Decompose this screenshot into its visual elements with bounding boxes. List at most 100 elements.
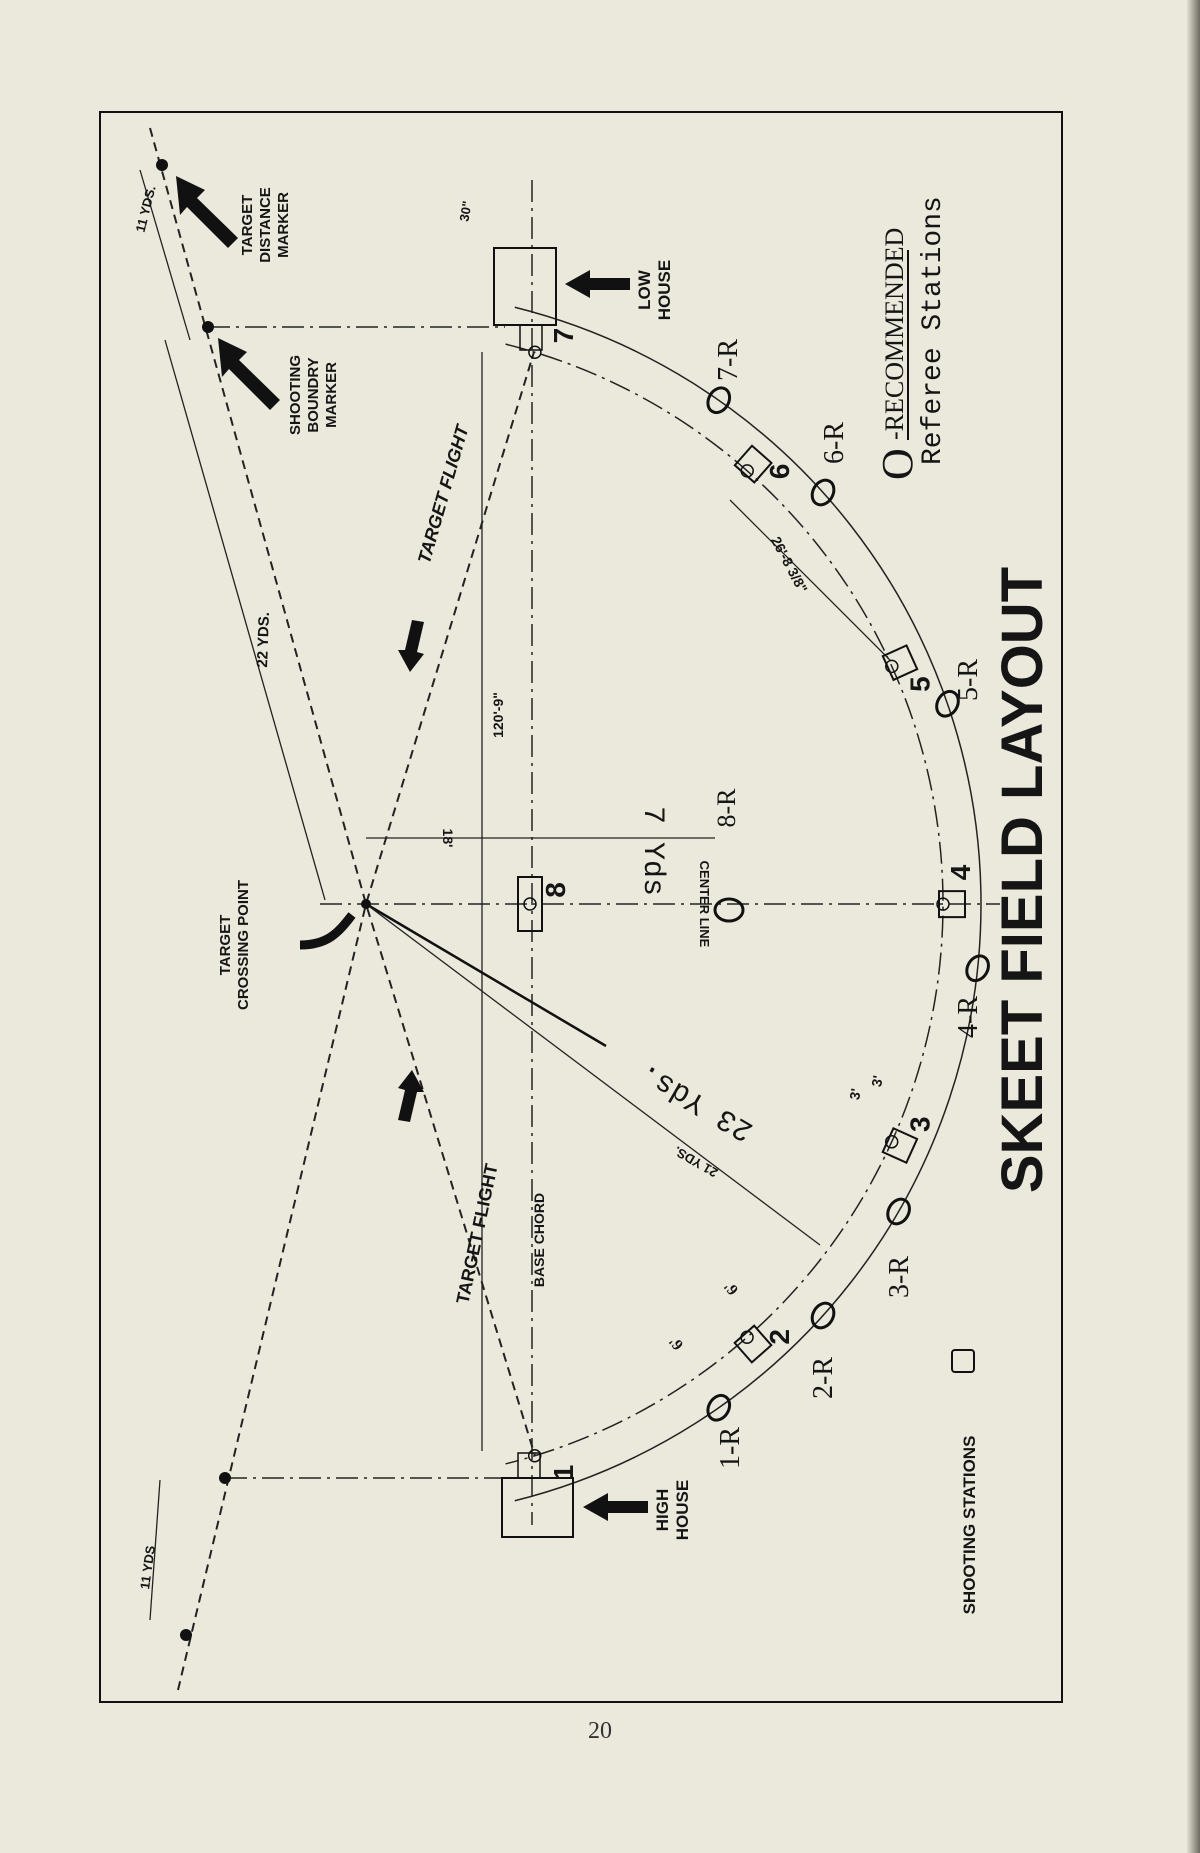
arrow-target-flight-up-icon	[398, 1070, 424, 1122]
label-target-distance-1: TARGET	[239, 195, 256, 256]
high-house-label-1: HIGH	[653, 1489, 672, 1532]
shooting-station-5: 5	[881, 644, 936, 692]
shooting-station-4: 4	[936, 864, 976, 919]
referee-legend: O -RECOMMENDED Referee Stations	[873, 196, 949, 480]
referee-station-8: 8-R	[712, 788, 745, 923]
arrow-target-distance-icon	[176, 176, 238, 248]
referee-station-icon	[706, 1393, 732, 1422]
station-marker	[936, 897, 950, 911]
referee-station-3: 3-R	[884, 1197, 915, 1298]
page-number: 20	[588, 1718, 612, 1744]
label-shooting-boundary-2: BOUNDRY	[305, 357, 322, 432]
dim-6ft-label-1: 6'	[666, 1333, 687, 1353]
station-label: 7	[548, 328, 579, 344]
referee-station-label: 5-R	[953, 659, 984, 701]
dim-18ft-label: 18'	[440, 829, 456, 848]
referee-station-1: 1-R	[706, 1393, 746, 1469]
referee-station-label: 2-R	[808, 1357, 839, 1399]
referee-legend-line1: -RECOMMENDED	[880, 228, 909, 440]
dim-7yds-label: 7 Yds	[635, 806, 669, 896]
station-marker	[528, 345, 542, 360]
station-label: 4	[945, 864, 976, 880]
target-flight-line-high	[149, 127, 536, 1457]
dim-23yds-label: 23 Yds.	[633, 1055, 759, 1147]
label-shooting-boundary-1: SHOOTING	[287, 355, 304, 435]
low-house-label-1: LOW	[635, 269, 654, 310]
dim-11yds-top-label: 11 YDS.	[133, 184, 159, 234]
referee-station-label: 3-R	[884, 1256, 915, 1298]
arrow-crossing-point-icon	[299, 912, 356, 950]
station-pad	[733, 1324, 773, 1364]
shooting-station-6: 6	[733, 444, 795, 484]
referee-station-5: 5-R	[935, 659, 984, 718]
station-pad	[881, 1126, 919, 1165]
dim-6ft-label-2: 6'	[721, 1278, 742, 1298]
station-marker	[740, 1330, 754, 1345]
dim-station-spacing-label: 26'-8 3/8"	[768, 534, 811, 596]
station-label: 2	[764, 1329, 795, 1345]
referee-station-label: 6-R	[819, 422, 850, 464]
shooting-boundary-marker-top	[202, 321, 214, 333]
shooting-boundary-marker-bottom	[219, 1472, 231, 1484]
station-arcs	[505, 306, 982, 1502]
dim-30in-label: 30"	[456, 200, 474, 223]
base-chord-label: BASE CHORD	[531, 1193, 547, 1287]
shooting-station-1: 1	[527, 1449, 579, 1480]
shooting-station-2: 2	[733, 1324, 795, 1364]
referee-station-label: 8-R	[712, 788, 741, 828]
referee-station-icon	[965, 954, 990, 983]
label-target-distance-3: MARKER	[275, 192, 292, 258]
target-crossing-point	[361, 899, 371, 909]
diagram-frame	[99, 111, 1063, 1703]
referee-legend-line2: Referee Stations	[918, 196, 949, 465]
referee-station-6: 6-R	[810, 422, 850, 507]
referee-station-2: 2-R	[808, 1301, 839, 1399]
station-marker	[884, 1135, 899, 1149]
referee-station-label: 1-R	[715, 1427, 746, 1469]
dim-station-spacing	[729, 499, 891, 661]
arrow-high-house-icon	[583, 1493, 648, 1521]
arrow-low-house-icon	[565, 270, 630, 298]
shooting-station-3: 3	[881, 1116, 936, 1165]
dim-11yds-top	[139, 169, 191, 341]
station-pad	[881, 644, 919, 682]
label-target-distance-2: DISTANCE	[257, 187, 274, 263]
dim-11yds-bottom	[149, 1479, 161, 1621]
target-flight-label-top: TARGET FLIGHT	[414, 421, 473, 566]
dim-22yds	[164, 339, 326, 901]
referee-station-icon	[935, 689, 960, 718]
station-label: 6	[764, 464, 795, 480]
dim-22yds-label: 22 YDS.	[254, 612, 273, 668]
station-label: 5	[905, 676, 936, 692]
referee-station-4: 4-R	[953, 954, 990, 1038]
target-distance-marker-bottom	[180, 1629, 192, 1641]
station-8-marker	[523, 897, 537, 911]
station-pad	[733, 444, 773, 484]
shooting-station-legend-icon	[951, 1349, 975, 1373]
referee-station-label: 4-R	[953, 996, 984, 1038]
shooting-stations-legend-label: SHOOTING STATIONS	[960, 1436, 979, 1615]
referee-symbol-icon: O	[873, 448, 922, 480]
referee-station-icon	[886, 1197, 911, 1226]
target-distance-marker-top	[156, 159, 168, 171]
dim-21yds	[365, 903, 821, 1246]
dim-11yds-bottom-label: 11 YDS	[137, 1544, 158, 1590]
referee-station-7: 7-R	[706, 339, 744, 415]
dim-21yds-label: 21 YDS.	[671, 1143, 720, 1180]
referee-station-icon	[706, 386, 732, 415]
arrow-shooting-boundary-icon	[218, 338, 280, 410]
low-house	[493, 247, 557, 326]
referee-station-icon	[810, 478, 836, 507]
low-house-label-2: HOUSE	[655, 260, 674, 320]
label-shooting-boundary-3: MARKER	[323, 362, 340, 428]
dim-120ft-label: 120'-9"	[490, 692, 506, 738]
station-label: 3	[905, 1116, 936, 1132]
outer-referee-arc	[514, 306, 982, 1502]
station-pad	[937, 890, 967, 919]
high-house-label-2: HOUSE	[673, 1480, 692, 1540]
label-target-crossing-2: CROSSING POINT	[235, 880, 252, 1010]
low-house-window	[519, 324, 543, 351]
referee-station-label: 7-R	[713, 339, 744, 381]
